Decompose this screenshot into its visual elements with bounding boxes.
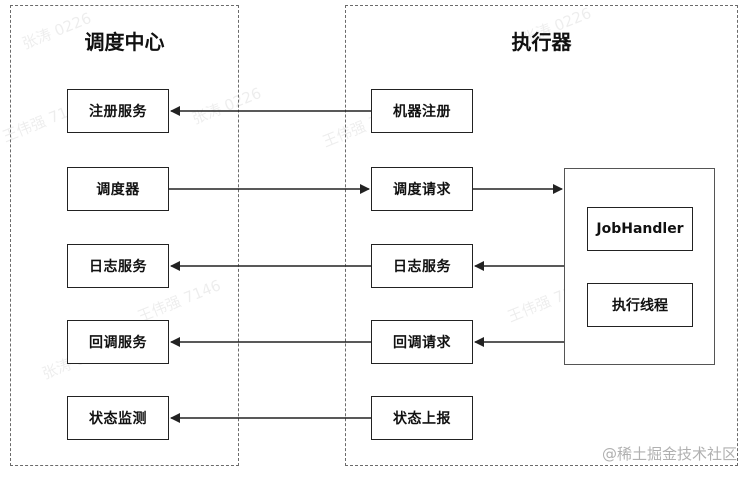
executor-title: 执行器 (511, 30, 572, 54)
scheduling-center-title: 调度中心 (84, 30, 165, 54)
exec-thread-box: 执行线程 (587, 283, 693, 327)
register-service-box: 注册服务 (67, 89, 169, 133)
jobhandler-box: JobHandler (587, 207, 693, 251)
source-credit: @稀土掘金技术社区 (601, 445, 737, 463)
callback-service-box: 回调服务 (67, 320, 169, 364)
status-report-box: 状态上报 (371, 396, 473, 440)
log-service-box-right: 日志服务 (371, 244, 473, 288)
scheduler-box: 调度器 (67, 167, 169, 211)
job-execution-panel: JobHandler 执行线程 (564, 168, 715, 365)
executor-region: 执行器 (345, 5, 738, 466)
schedule-request-box: 调度请求 (371, 167, 473, 211)
callback-request-box: 回调请求 (371, 320, 473, 364)
machine-register-box: 机器注册 (371, 89, 473, 133)
status-monitor-box: 状态监测 (67, 396, 169, 440)
scheduling-center-region: 调度中心 (10, 5, 239, 466)
log-service-box-left: 日志服务 (67, 244, 169, 288)
